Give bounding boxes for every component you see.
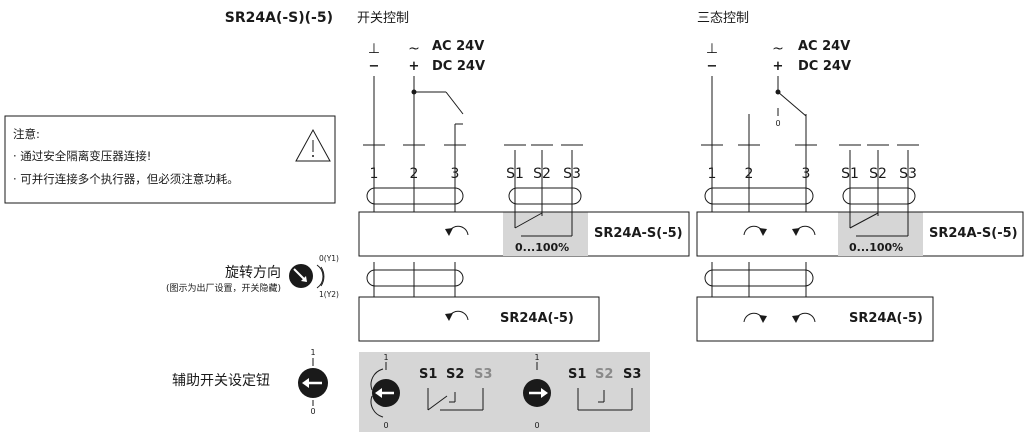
three-point-control-title: 三态控制: [697, 11, 749, 26]
device-box: [358, 296, 600, 342]
aux-cable-bundle: [842, 187, 916, 205]
switch-range-label: 0...100%: [849, 241, 903, 254]
setting-1-s3: S3: [474, 367, 492, 382]
note-item-2: · 可并行连接多个执行器，但必须注意功耗。: [13, 172, 239, 186]
setting-1-s1: S1: [419, 367, 437, 382]
setting-1-s2: S2: [446, 367, 464, 382]
note-box: 注意: · 通过安全隔离变压器连接! · 可并行连接多个执行器，但必须注意功耗。: [4, 115, 336, 204]
direction-pos-0: 0(Y1): [319, 254, 339, 263]
on-off-control-title: 开关控制: [357, 11, 409, 26]
device-name: SR24A(-5): [500, 311, 574, 326]
device-name-with-switch: SR24A-S(-5): [929, 226, 1018, 241]
knob-icon: [523, 379, 551, 407]
ac-voltage-label: AC 24V: [432, 39, 484, 54]
knob-top-label: 1: [310, 348, 315, 357]
setting-2-contact: [577, 388, 633, 411]
note-item-1: · 通过安全隔离变压器连接!: [13, 149, 151, 163]
device-name-with-switch: SR24A-S(-5): [594, 226, 683, 241]
ac-voltage-label: AC 24V: [798, 39, 850, 54]
rotate-cw-icon: [743, 312, 767, 323]
aux-switch-knob-legend: 辅助开关设定钮 1 0: [172, 348, 328, 416]
direction-pos-1: 1(Y2): [319, 290, 339, 299]
knob-bottom-label: 0: [310, 407, 315, 416]
device-name: SR24A(-5): [849, 311, 923, 326]
model-title: SR24A(-S)(-5): [225, 10, 333, 26]
minus-symbol: −: [369, 59, 380, 74]
cable-bundle: [366, 187, 464, 205]
three-point-diagram: ⊥ − ~ + AC 24V DC 24V 0 1 2 3 S1 S2 S3: [696, 39, 1024, 342]
aux-switch-area: [838, 212, 923, 256]
direction-switch-icon: [289, 264, 325, 289]
svg-text:0: 0: [383, 421, 388, 430]
switch-range-label: 0...100%: [515, 241, 569, 254]
setting-2-s3: S3: [623, 367, 641, 382]
ground-symbol: ⊥: [368, 41, 380, 57]
setting-1: 1 0 S1 S2 S3: [370, 353, 492, 430]
rotation-direction: 旋转方向 (图示为出厂设置，开关隐藏) 0(Y1) 1(Y2): [166, 254, 339, 299]
dc-voltage-label: DC 24V: [798, 59, 851, 74]
switch-open-label: 0: [775, 119, 780, 128]
rotate-cw-icon: [743, 225, 767, 236]
setting-2-s2: S2: [595, 367, 613, 382]
on-off-diagram: ⊥ − ~ + AC 24V DC 24V 1 2 3 S1 S2 S3: [358, 39, 690, 342]
plus-symbol: +: [409, 59, 420, 74]
aux-settings-panel: 1 0 S1 S2 S3 1 0: [359, 352, 650, 432]
setting-2-s1: S1: [568, 367, 586, 382]
cable-bundle-2: [704, 269, 814, 287]
device-box: [696, 296, 934, 342]
tilde-symbol: ~: [408, 41, 420, 57]
warning-icon: [295, 128, 331, 162]
rotate-ccw-icon: [792, 225, 816, 236]
dc-voltage-label: DC 24V: [432, 59, 485, 74]
aux-cable-bundle: [508, 187, 582, 205]
ground-symbol: ⊥: [706, 41, 718, 57]
aux-knob-label: 辅助开关设定钮: [172, 373, 270, 389]
rotate-ccw-icon: [445, 310, 469, 321]
setting-1-contact: [427, 388, 484, 411]
rotate-ccw-icon: [445, 225, 469, 236]
rotate-ccw-icon: [792, 312, 816, 323]
minus-symbol: −: [707, 59, 718, 74]
svg-text:1: 1: [383, 353, 388, 362]
svg-text:0: 0: [534, 421, 539, 430]
knob-icon: [298, 368, 328, 398]
knob-icon: [372, 379, 400, 407]
cable-bundle-2: [366, 269, 464, 287]
cable-bundle: [704, 187, 814, 205]
svg-text:1: 1: [534, 353, 539, 362]
tilde-symbol: ~: [772, 41, 784, 57]
rotation-direction-label: 旋转方向: [225, 265, 281, 281]
note-title: 注意:: [13, 127, 40, 141]
aux-switch-area: [503, 212, 588, 256]
aux-switch-contact: [514, 212, 573, 237]
rotation-direction-sublabel: (图示为出厂设置，开关隐藏): [166, 282, 281, 294]
aux-switch-contact: [849, 212, 909, 237]
plus-symbol: +: [773, 59, 784, 74]
setting-2: 1 0 S1 S2 S3: [523, 353, 641, 430]
